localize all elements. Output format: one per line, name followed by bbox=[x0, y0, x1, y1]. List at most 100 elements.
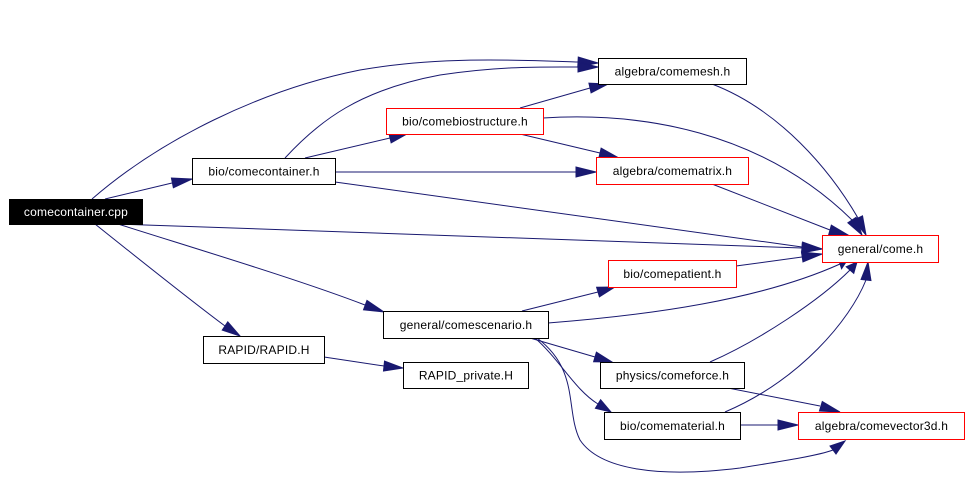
edge-line bbox=[534, 337, 599, 405]
edge-scenario-to-patient bbox=[521, 286, 617, 312]
node-box[interactable] bbox=[598, 58, 747, 85]
edge-line bbox=[519, 87, 591, 109]
node-box[interactable] bbox=[608, 260, 737, 288]
node-label[interactable]: algebra/comematrix.h bbox=[613, 164, 732, 178]
node-rapidprivate[interactable]: RAPID_private.H bbox=[403, 362, 529, 389]
edge-root-to-come bbox=[117, 223, 823, 254]
arrowhead-icon bbox=[382, 360, 405, 372]
node-label[interactable]: comecontainer.cpp bbox=[24, 205, 128, 219]
arrowhead-icon bbox=[845, 261, 858, 275]
arrowhead-icon bbox=[801, 241, 823, 253]
arrowhead-icon bbox=[594, 398, 613, 413]
node-rapid[interactable]: RAPID/RAPID.H bbox=[203, 336, 325, 364]
edge-line bbox=[547, 263, 841, 324]
arrowhead-icon bbox=[818, 400, 841, 413]
node-box[interactable] bbox=[192, 158, 336, 185]
edge-patient-to-come bbox=[735, 251, 823, 267]
node-label[interactable]: bio/comebiostructure.h bbox=[402, 115, 528, 129]
node-force[interactable]: physics/comeforce.h bbox=[600, 362, 745, 389]
arrowhead-icon bbox=[800, 251, 823, 263]
node-box[interactable] bbox=[604, 412, 741, 440]
node-label[interactable]: bio/comepatient.h bbox=[623, 267, 721, 281]
edge-root-to-container bbox=[104, 177, 193, 200]
arrowhead-icon bbox=[598, 147, 619, 159]
edge-biostructure-to-matrix bbox=[519, 133, 619, 159]
node-mesh[interactable]: algebra/comemesh.h bbox=[598, 58, 747, 85]
edge-biostructure-to-mesh bbox=[519, 82, 610, 109]
edge-container-to-matrix bbox=[335, 166, 597, 178]
edge-scenario-to-vector3d bbox=[536, 337, 847, 473]
edge-line bbox=[735, 256, 803, 267]
arrowhead-icon bbox=[829, 440, 847, 455]
edge-container-to-come bbox=[334, 181, 823, 253]
node-label[interactable]: algebra/comevector3d.h bbox=[815, 419, 948, 433]
arrowhead-icon bbox=[592, 351, 614, 363]
arrowhead-icon bbox=[362, 299, 385, 313]
node-matrix[interactable]: algebra/comematrix.h bbox=[596, 157, 749, 185]
node-label[interactable]: algebra/comemesh.h bbox=[615, 65, 731, 79]
node-label[interactable]: bio/comecontainer.h bbox=[208, 165, 319, 179]
edge-line bbox=[323, 356, 385, 367]
edge-line bbox=[529, 337, 596, 358]
edge-force-to-come bbox=[709, 261, 858, 363]
edge-line bbox=[709, 269, 851, 363]
nodes-layer: comecontainer.cpp bio/comecontainer.h alge… bbox=[9, 58, 965, 440]
node-box[interactable] bbox=[596, 157, 749, 185]
edge-material-to-vector3d bbox=[740, 419, 799, 431]
edge-line bbox=[711, 183, 831, 231]
edge-force-to-vector3d bbox=[727, 387, 841, 413]
node-material[interactable]: bio/comematerial.h bbox=[604, 412, 741, 440]
node-container[interactable]: bio/comecontainer.h bbox=[192, 158, 336, 185]
arrowhead-icon bbox=[852, 215, 867, 237]
edge-line bbox=[727, 387, 821, 407]
edge-rapid-to-rapidprivate bbox=[323, 356, 405, 372]
node-label[interactable]: physics/comeforce.h bbox=[616, 369, 729, 383]
node-box[interactable] bbox=[600, 362, 745, 389]
node-label[interactable]: bio/comematerial.h bbox=[620, 419, 725, 433]
node-box[interactable] bbox=[203, 336, 325, 364]
node-box[interactable] bbox=[383, 311, 549, 339]
node-box[interactable] bbox=[822, 235, 939, 263]
arrowhead-icon bbox=[170, 177, 193, 189]
edges-layer bbox=[91, 56, 872, 473]
node-box[interactable] bbox=[386, 108, 544, 135]
arrowhead-icon bbox=[860, 260, 872, 282]
edge-line bbox=[94, 223, 226, 327]
node-label[interactable]: general/comescenario.h bbox=[400, 318, 532, 332]
edge-line bbox=[334, 181, 803, 248]
edge-root-to-scenario bbox=[117, 223, 385, 313]
edge-line bbox=[117, 223, 366, 306]
arrowhead-icon bbox=[828, 224, 850, 236]
arrowhead-icon bbox=[575, 166, 597, 178]
node-scenario[interactable]: general/comescenario.h bbox=[383, 311, 549, 339]
node-box[interactable] bbox=[9, 199, 143, 225]
edge-line bbox=[542, 116, 853, 221]
edge-line bbox=[104, 182, 173, 200]
node-label[interactable]: general/come.h bbox=[838, 242, 924, 256]
arrowhead-icon bbox=[577, 61, 599, 73]
edge-matrix-to-come bbox=[711, 183, 850, 236]
edge-line bbox=[284, 66, 579, 159]
node-label[interactable]: RAPID/RAPID.H bbox=[218, 343, 309, 357]
edge-line bbox=[519, 133, 601, 154]
edge-container-to-mesh bbox=[284, 61, 599, 159]
edge-line bbox=[711, 83, 859, 219]
edge-root-to-rapid bbox=[94, 223, 242, 338]
node-label[interactable]: RAPID_private.H bbox=[419, 369, 513, 383]
node-box[interactable] bbox=[798, 412, 965, 440]
node-vector3d[interactable]: algebra/comevector3d.h bbox=[798, 412, 965, 440]
edge-line bbox=[724, 279, 867, 413]
node-come[interactable]: general/come.h bbox=[822, 235, 939, 263]
edge-line bbox=[521, 291, 599, 312]
arrowhead-icon bbox=[221, 321, 242, 338]
edge-material-to-come bbox=[724, 260, 872, 413]
node-box[interactable] bbox=[403, 362, 529, 389]
node-root[interactable]: comecontainer.cpp bbox=[9, 199, 143, 225]
edge-container-to-biostructure bbox=[304, 132, 409, 159]
node-biostructure[interactable]: bio/comebiostructure.h bbox=[386, 108, 544, 135]
node-patient[interactable]: bio/comepatient.h bbox=[608, 260, 737, 288]
arrowhead-icon bbox=[777, 419, 799, 431]
edge-scenario-to-material bbox=[534, 337, 613, 413]
edge-line bbox=[117, 223, 803, 249]
